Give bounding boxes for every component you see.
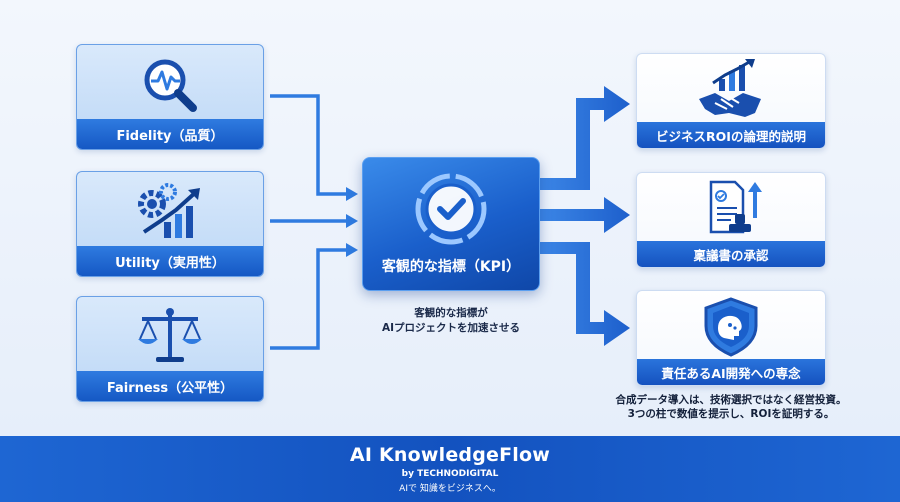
kpi-caption-line1: 客観的な指標が (414, 307, 488, 319)
input-connector-fairness (270, 248, 346, 350)
input-label-fidelity: Fidelity（品質） (77, 119, 263, 149)
magnifier-pulse-icon (77, 51, 263, 117)
balance-scale-icon (77, 303, 263, 369)
output-label-roi: ビジネスROIの論理的説明 (637, 122, 825, 148)
input-card-fairness: Fairness（公平性） (76, 296, 264, 402)
footer-tagline: AIで 知識をビジネスへ。 (399, 484, 501, 494)
footer-banner: AI KnowledgeFlow by TECHNODIGITAL AIで 知識… (0, 436, 900, 502)
footer-brand: AI KnowledgeFlow (349, 444, 551, 466)
kpi-caption-line2: AIプロジェクトを加速させる (381, 322, 521, 334)
gears-growth-chart-icon (77, 178, 263, 244)
footer-by-line: by TECHNODIGITAL (401, 469, 499, 479)
kpi-gauge-check-icon (363, 170, 539, 248)
input-label-utility: Utility（実用性） (77, 246, 263, 276)
input-card-utility: Utility（実用性） (76, 171, 264, 277)
output-label-approval: 稟議書の承認 (637, 241, 825, 267)
output-card-approval: 稟議書の承認 (636, 172, 826, 268)
output-arrow-approval (540, 197, 630, 233)
approval-stamp-document-icon (637, 177, 825, 241)
input-arrowhead-fairness (346, 243, 358, 257)
output-label-responsible-ai: 責任あるAI開発への専念 (637, 359, 825, 385)
output-arrow-roi (540, 86, 630, 190)
roi-caption-line1: 合成データ導入は、技術選択ではなく経営投資。 (615, 394, 847, 406)
output-card-responsible-ai: 責任あるAI開発への専念 (636, 290, 826, 386)
kpi-center-label: 客観的な指標（KPI） (381, 259, 521, 275)
kpi-center-card: 客観的な指標（KPI） (362, 157, 540, 291)
input-card-fidelity: Fidelity（品質） (76, 44, 264, 150)
input-arrowhead-utility (346, 214, 358, 228)
roi-caption-line2: 3つの柱で数値を提示し、ROIを証明する。 (627, 408, 835, 420)
handshake-chart-icon (637, 58, 825, 122)
input-label-fairness: Fairness（公平性） (77, 371, 263, 401)
roi-caption: 合成データ導入は、技術選択ではなく経営投資。 3つの柱で数値を提示し、ROIを証… (600, 393, 862, 421)
output-arrow-responsible-ai (540, 242, 630, 346)
shield-brain-icon (637, 295, 825, 359)
kpi-caption: 客観的な指標が AIプロジェクトを加速させる (362, 306, 540, 336)
input-arrowhead-fidelity (346, 187, 358, 201)
output-card-roi: ビジネスROIの論理的説明 (636, 53, 826, 149)
input-connector-fidelity (270, 94, 346, 196)
